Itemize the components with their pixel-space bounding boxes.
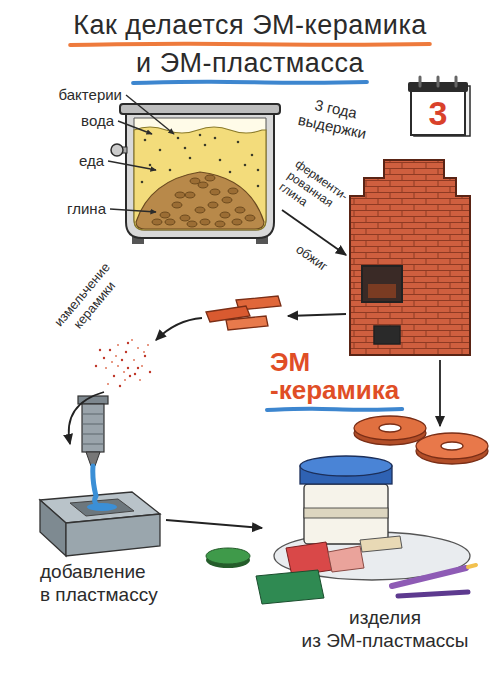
diagram-title: Как делается ЭМ-керамика и ЭМ-пластмасса	[72, 6, 428, 82]
product-heading: ЭМ -керамика	[270, 348, 402, 404]
disc-hole	[441, 442, 463, 450]
kiln-fire-glow	[368, 284, 396, 298]
disc-hole	[379, 424, 401, 432]
jar-band	[304, 508, 388, 518]
process-arrows	[69, 210, 440, 528]
pen-tip	[468, 565, 476, 567]
kiln-ash-pit	[374, 326, 400, 344]
water-food	[134, 127, 266, 230]
step-caption: добавление в пластмассу	[40, 560, 160, 606]
mold-cavity	[70, 499, 134, 516]
kiln-body	[350, 160, 470, 355]
mold-front	[66, 514, 160, 556]
step-label: ферменти- рованная глина	[276, 157, 352, 228]
calendar-page: 3	[410, 90, 466, 136]
pot-body	[126, 112, 274, 238]
ceramic-pieces	[206, 296, 281, 330]
disc-top	[416, 433, 488, 459]
jar-body	[304, 484, 388, 544]
pot-knob	[111, 144, 123, 156]
ceramic-discs	[354, 416, 488, 464]
plastic-piece	[360, 536, 402, 552]
step-caption: изделия из ЭМ-пластмассы	[301, 606, 470, 652]
leader-line	[126, 95, 174, 134]
leader-line	[118, 121, 152, 134]
pen	[392, 568, 466, 586]
ceramic-piece	[226, 316, 268, 330]
plastic-piece	[328, 546, 364, 572]
calendar-rings	[420, 77, 456, 86]
process-arrow	[156, 318, 202, 340]
label-holder: ЭМ -керамика	[270, 348, 402, 404]
part-label: вода	[81, 112, 114, 130]
underline	[267, 409, 402, 410]
underline	[70, 44, 430, 45]
plastic-products	[206, 456, 476, 604]
duration-note: 3 года выдержки	[295, 93, 373, 143]
nozzle-barrel	[82, 404, 104, 452]
part-label: глина	[67, 200, 106, 218]
leader-line	[108, 161, 156, 170]
underlines	[70, 44, 430, 410]
node-text: 3	[429, 96, 448, 130]
kiln-firebox	[362, 266, 402, 302]
process-arrow	[166, 520, 262, 528]
pot-cavity	[134, 118, 266, 230]
clay-mound	[136, 172, 264, 229]
nozzle-ridges	[82, 414, 104, 444]
title-holder: Как делается ЭМ-керамика и ЭМ-пластмасса	[72, 6, 428, 82]
mold-left	[40, 500, 66, 556]
label-holder: ферменти- рованная глина	[276, 157, 352, 228]
disc-top	[354, 416, 426, 440]
process-arrow	[288, 314, 346, 316]
plastic-flow	[93, 466, 100, 507]
step-label: измельчение керамики	[50, 259, 127, 342]
process-arrow	[69, 392, 104, 444]
ceramic-powder	[106, 340, 148, 384]
green-disc	[206, 548, 250, 564]
step-label: обжиг	[293, 241, 331, 274]
label-holder: глина	[67, 200, 106, 218]
label-holder: еда	[79, 152, 104, 170]
part-label: бактерии	[59, 86, 122, 104]
leader-lines	[108, 95, 174, 212]
plastic-pool	[87, 503, 117, 511]
label-holder: обжиг	[293, 241, 331, 274]
label-holder: бактерии	[59, 86, 122, 104]
injection-mold	[40, 396, 160, 556]
bacteria-dots	[142, 135, 258, 186]
label-holder: изделия из ЭМ-пластмассы	[301, 606, 470, 652]
leader-line	[110, 209, 156, 212]
underline	[133, 82, 367, 83]
fermentation-pot	[111, 104, 280, 244]
label-holder: измельчение керамики	[50, 259, 127, 342]
label-holder: добавление в пластмассу	[40, 560, 160, 606]
label-holder: 3 года выдержки	[295, 93, 373, 143]
part-label: еда	[79, 152, 104, 170]
green-card	[256, 570, 324, 604]
ceramic-powder	[96, 343, 150, 386]
kiln	[350, 160, 470, 355]
clay-grains	[152, 175, 255, 227]
jar-lid-top	[300, 456, 392, 476]
process-arrow	[282, 210, 346, 255]
label-holder: вода	[81, 112, 114, 130]
calendar-icon	[408, 77, 470, 136]
pen	[398, 592, 468, 596]
process-arrow	[439, 360, 441, 426]
